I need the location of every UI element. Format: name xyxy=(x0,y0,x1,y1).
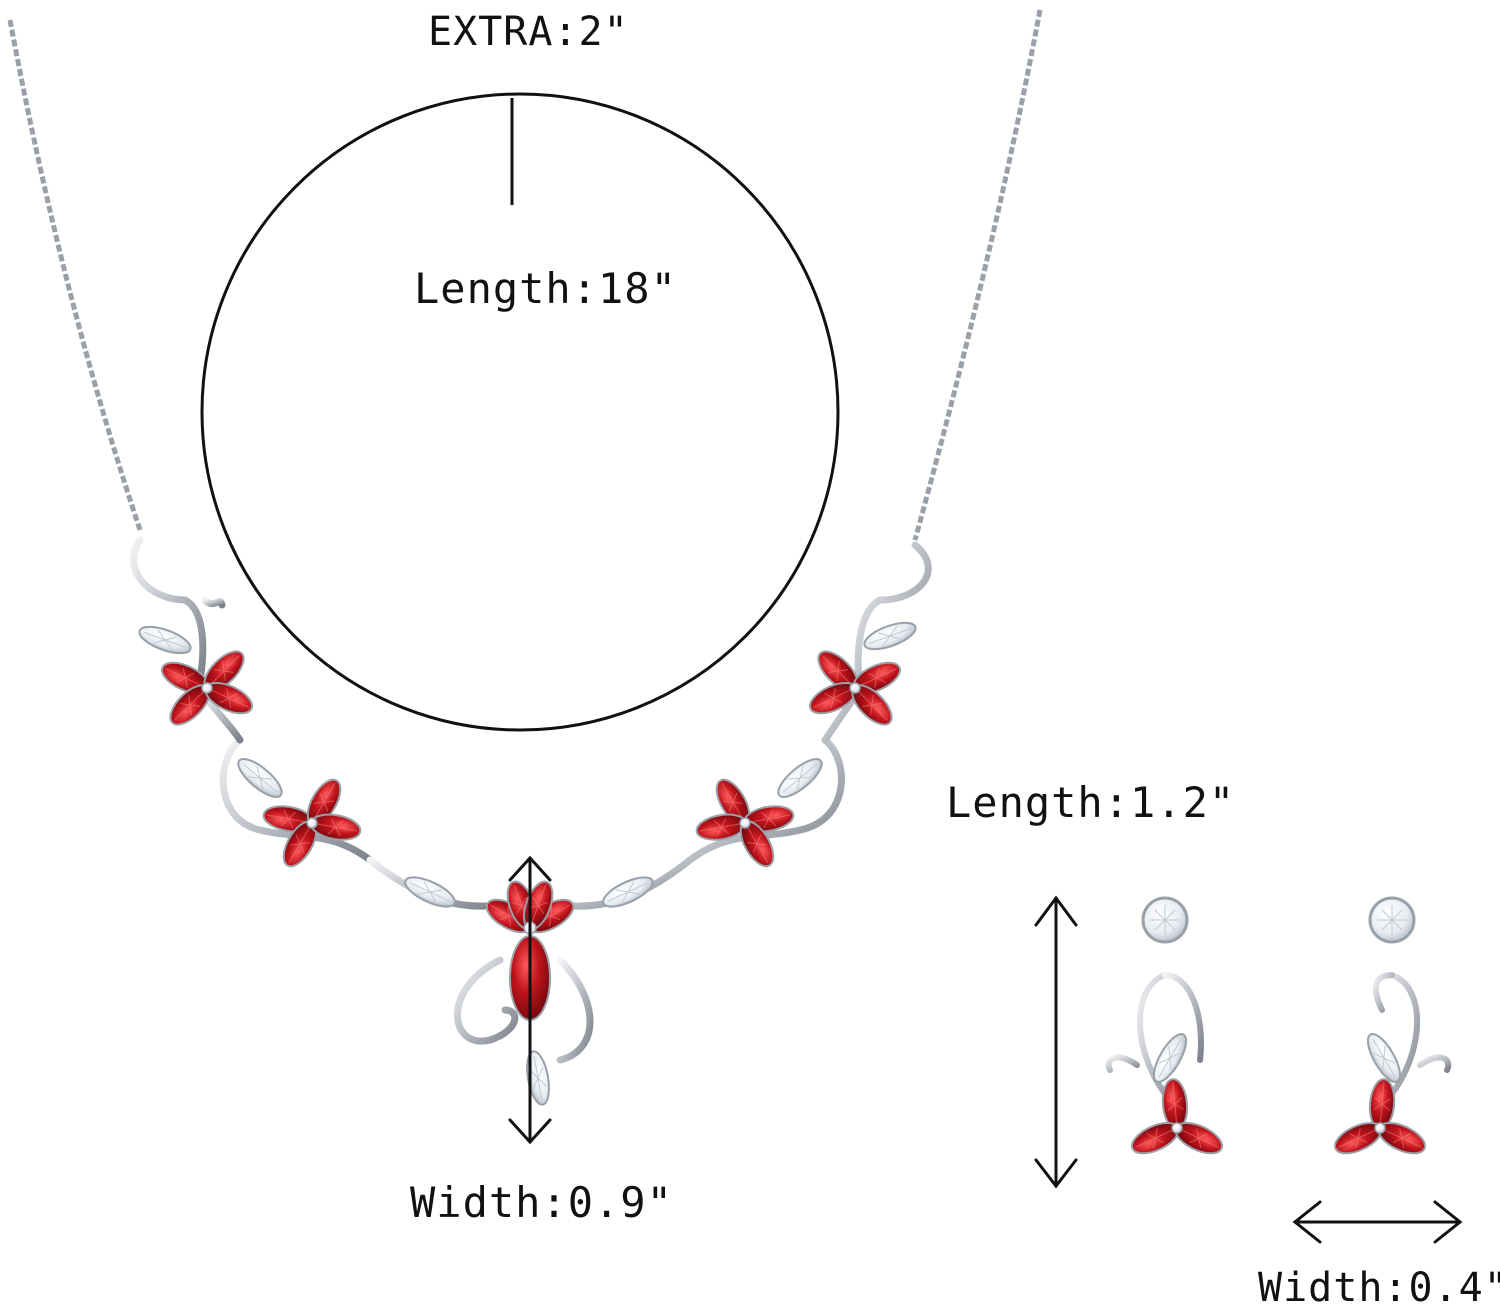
earring-width-label: Width:0.4" xyxy=(1258,1265,1500,1311)
earring-left xyxy=(1105,896,1228,1161)
leaf-stone xyxy=(860,616,920,656)
chain-right xyxy=(912,9,1043,541)
leaf-stone xyxy=(231,751,289,805)
earring-length-label: Length:1.2" xyxy=(946,778,1236,827)
leaf-stone xyxy=(522,1048,554,1108)
pendant-width-label: Width:0.9" xyxy=(410,1178,673,1227)
double-arrow-vertical-icon xyxy=(1034,895,1078,1189)
leaf-stone xyxy=(400,870,460,914)
double-arrow-vertical-icon xyxy=(508,855,552,1145)
double-arrow-horizontal-icon xyxy=(1292,1200,1463,1244)
chain-length-label: Length:18" xyxy=(414,264,677,313)
red-flower xyxy=(154,642,260,733)
earring-right xyxy=(1329,896,1452,1161)
leaf-stone xyxy=(771,751,829,805)
leaf-stone xyxy=(135,620,195,660)
chain-left xyxy=(7,19,143,531)
chain-length-circle xyxy=(200,92,840,732)
extension-label: EXTRA:2" xyxy=(428,9,629,55)
leaf-stone xyxy=(598,870,658,914)
